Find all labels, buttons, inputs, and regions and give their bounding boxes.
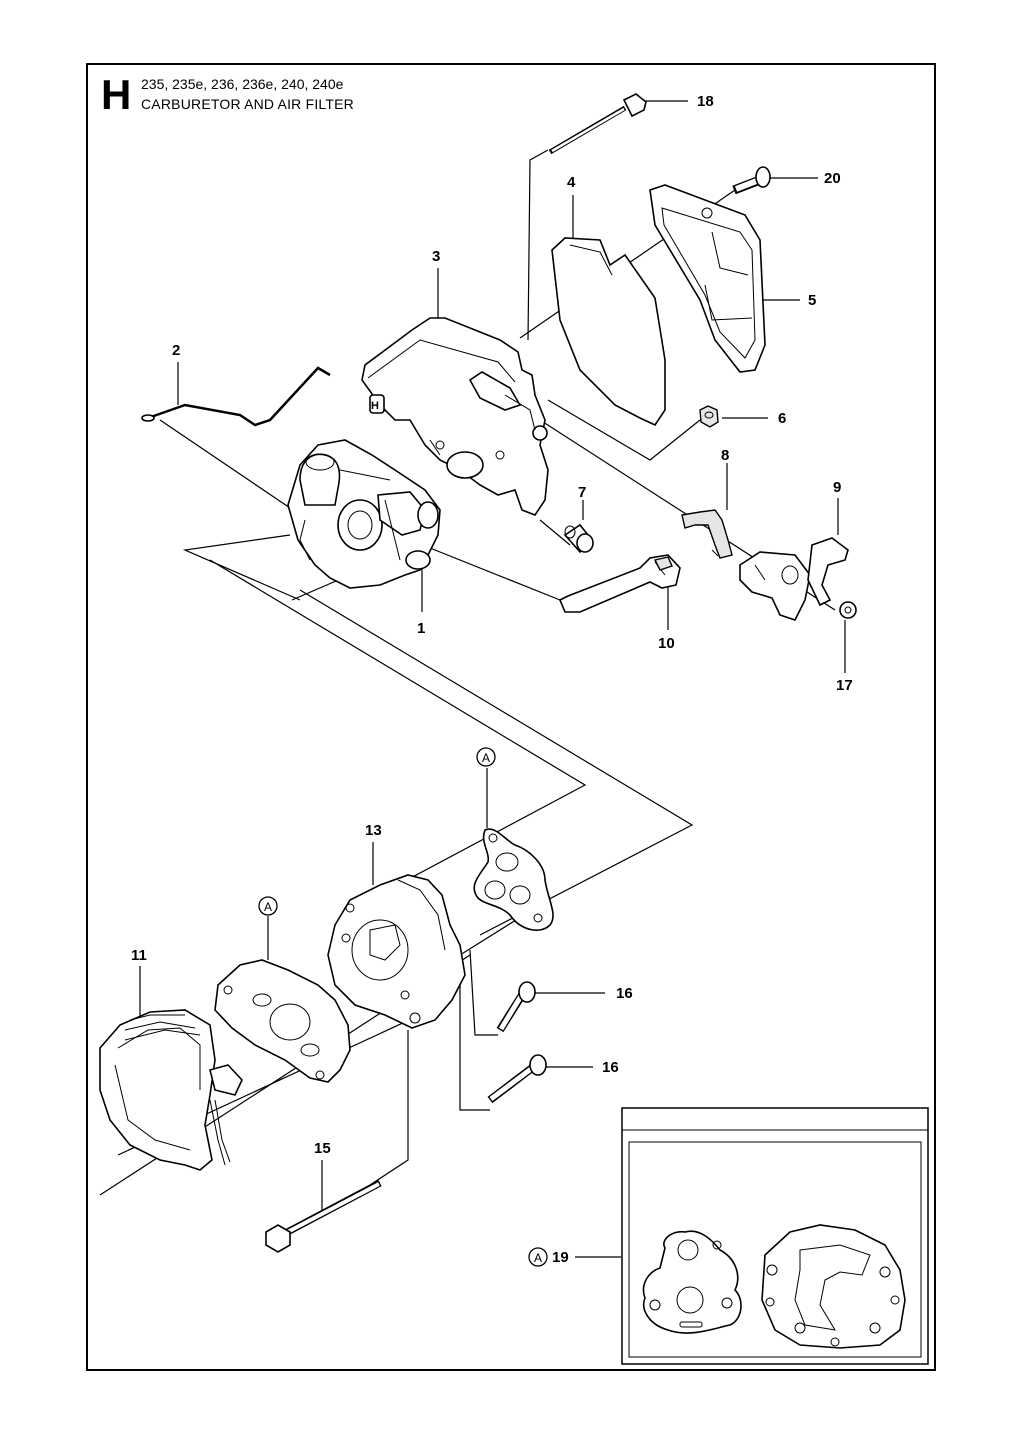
callout-5: 5 — [808, 292, 816, 309]
gasket-kit-19 — [621, 1107, 929, 1365]
callout-13: 13 — [365, 822, 382, 839]
bushing-7 — [563, 523, 594, 554]
marker-a-kit: A — [528, 1247, 548, 1267]
filter-frame-5 — [649, 184, 766, 373]
diagram-title: CARBURETOR AND AIR FILTER — [141, 96, 354, 112]
callout-8: 8 — [721, 447, 729, 464]
section-letter: H — [101, 71, 132, 118]
gasket-a-lower — [214, 959, 351, 1083]
callout-9: 9 — [833, 479, 841, 496]
callout-15: 15 — [314, 1140, 331, 1157]
marker-a-mid: A — [258, 896, 278, 916]
clip-8 — [681, 509, 733, 559]
callout-labels: 1 2 3 4 5 6 7 8 9 10 11 13 15 16 16 17 1… — [131, 93, 853, 1266]
callout-18: 18 — [697, 93, 714, 110]
callout-10: 10 — [658, 635, 675, 652]
model-list: 235, 235e, 236, 236e, 240, 240e — [141, 76, 344, 92]
marker-a-top: A — [476, 747, 496, 767]
screw-17 — [839, 601, 857, 619]
bolt-18 — [548, 93, 647, 155]
callout-16-upper: 16 — [616, 985, 633, 1002]
screw-16-lower — [487, 1054, 547, 1104]
bolt-15 — [265, 1179, 382, 1253]
intake-adapter-13 — [327, 874, 466, 1029]
svg-text:A: A — [482, 751, 490, 765]
callout-4: 4 — [567, 174, 576, 191]
callout-3: 3 — [432, 248, 440, 265]
callout-1: 1 — [417, 620, 425, 637]
screw-20 — [732, 166, 771, 195]
throttle-link-10 — [558, 554, 681, 613]
svg-text:A: A — [534, 1251, 542, 1265]
callout-20: 20 — [824, 170, 841, 187]
svg-text:A: A — [264, 900, 272, 914]
choke-rod-2 — [141, 366, 331, 427]
nut-6 — [699, 405, 719, 428]
callout-16-lower: 16 — [602, 1059, 619, 1076]
screw-16-upper — [496, 981, 536, 1033]
callout-7: 7 — [578, 484, 586, 501]
carburetor-housing-3: H — [361, 317, 549, 516]
callout-17: 17 — [836, 677, 853, 694]
carburetor-1 — [287, 439, 441, 589]
callout-19: 19 — [552, 1249, 569, 1266]
air-filter-4 — [551, 237, 666, 427]
throttle-trigger-9 — [739, 537, 849, 621]
gasket-a-upper — [473, 828, 554, 931]
callout-6: 6 — [778, 410, 786, 427]
callout-2: 2 — [172, 342, 180, 359]
heat-shield-11 — [99, 1009, 243, 1171]
drawing-frame — [86, 63, 936, 1371]
callout-11: 11 — [131, 947, 147, 964]
svg-text:H: H — [371, 400, 379, 412]
